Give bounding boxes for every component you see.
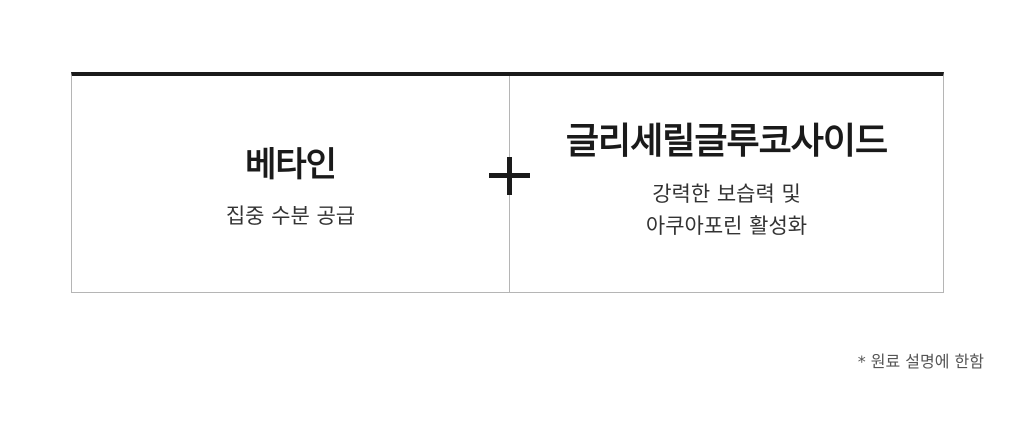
plus-icon-vertical-bar <box>507 157 512 195</box>
ingredient-title: 글리세릴글루코사이드 <box>565 121 888 162</box>
footnote: * 원료 설명에 한함 <box>857 352 984 371</box>
ingredient-cell-betaine: 베타인 집중 수분 공급 <box>72 76 510 292</box>
ingredient-description-line: 집중 수분 공급 <box>225 203 356 228</box>
ingredient-description-line: 강력한 보습력 및 <box>652 182 801 206</box>
ingredient-title: 베타인 <box>245 144 337 185</box>
ingredient-cell-glyceryl-glucoside: 글리세릴글루코사이드 강력한 보습력 및 아쿠아포린 활성화 <box>510 76 943 292</box>
plus-icon <box>489 157 530 195</box>
ingredient-description-line: 아쿠아포린 활성화 <box>645 214 808 238</box>
ingredient-description: 집중 수분 공급 <box>226 200 355 232</box>
ingredient-description: 강력한 보습력 및 아쿠아포린 활성화 <box>646 178 807 242</box>
ingredient-comparison-table: 베타인 집중 수분 공급 글리세릴글루코사이드 강력한 보습력 및 아쿠아포린 … <box>71 72 944 293</box>
